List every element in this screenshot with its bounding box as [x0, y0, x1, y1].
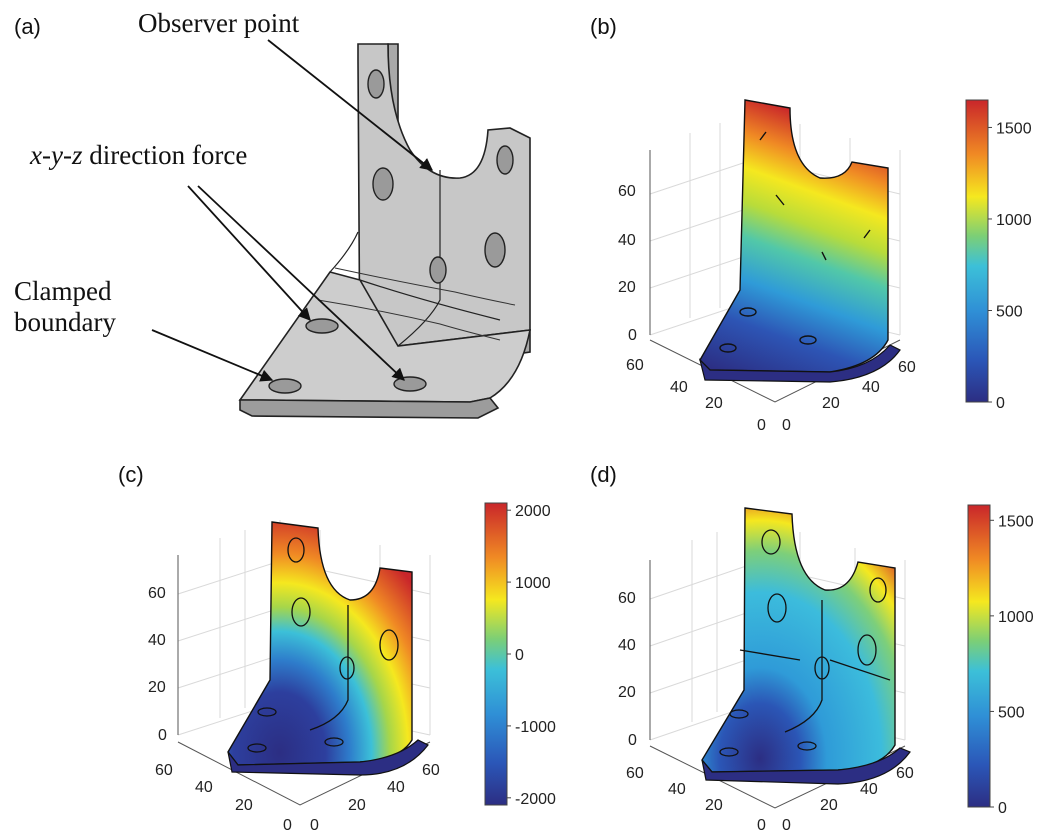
panel-b-x-tick-20: 20: [705, 395, 723, 412]
panel-c-y-tick-60: 60: [422, 762, 440, 779]
colorbar-tick-label: 1000: [515, 575, 551, 592]
colorbar-tick-label: 1000: [996, 212, 1032, 229]
panel-label-d: (d): [590, 462, 617, 487]
panel-d-z-tick-0: 0: [628, 732, 637, 749]
panel-b-y-tick-40: 40: [862, 379, 880, 396]
clamped-line-1: Clamped: [14, 276, 112, 306]
panel-d-z-tick-20: 20: [618, 684, 636, 701]
panel-c-z-tick-60: 60: [148, 585, 166, 602]
panel-b-colorbar-ticks: 0 500 1000 1500: [988, 120, 1032, 412]
panel-c-y-tick-0: 0: [310, 817, 319, 834]
arrow-force-2: [197, 185, 405, 381]
panel-b-base: [698, 344, 901, 383]
bracket-illustration: [151, 39, 532, 419]
observer-point-label: Observer point: [138, 8, 300, 38]
panel-c-x-tick-40: 40: [195, 779, 213, 796]
arrow-clamped: [151, 329, 274, 382]
bracket-base-edge: [239, 397, 500, 419]
colorbar-tick-label: 0: [515, 647, 524, 664]
bracket-back-plate: [357, 43, 531, 382]
panel-c-x-tick-60: 60: [155, 762, 173, 779]
bracket-step-lines: [317, 267, 516, 341]
panel-label-a: (a): [14, 14, 41, 39]
panel-b-x-tick-60: 60: [626, 357, 644, 374]
panel-d-z-tick-60: 60: [618, 590, 636, 607]
panel-b-y-tick-20: 20: [822, 395, 840, 412]
panel-b-z-tick-40: 40: [618, 232, 636, 249]
hole-base-3: [393, 376, 427, 392]
hole-base-1: [305, 318, 339, 334]
colorbar-tick-label: 1500: [998, 513, 1034, 530]
hole-center: [429, 256, 447, 284]
panel-c-holes: [247, 537, 399, 753]
panel-b-x-tick-40: 40: [670, 379, 688, 396]
panel-c-x-tick-0: 0: [283, 817, 292, 834]
panel-b: 0 20 40 60 0 20 40 60 0 20 40 60 0 500 100…: [618, 99, 1032, 434]
panel-label-c: (c): [118, 462, 144, 487]
panel-d-y-tick-60: 60: [896, 765, 914, 782]
hole-mid-right: [484, 232, 506, 268]
force-text: direction force: [82, 140, 248, 170]
panel-d-colorbar-ticks: 0 500 1000 1500: [990, 513, 1034, 817]
panel-b-colorbar: [965, 99, 989, 403]
panel-d-base: [701, 747, 911, 785]
arrow-force-1: [187, 185, 311, 321]
force-label: x-y-z direction force: [30, 140, 247, 171]
clamped-label: Clamped boundary: [14, 276, 116, 338]
panel-c-base: [227, 739, 429, 776]
clamped-line-2: boundary: [14, 307, 116, 338]
panel-b-z-tick-20: 20: [618, 279, 636, 296]
panel-b-y-tick-60: 60: [898, 359, 916, 376]
panel-c: 0 20 40 60 0 20 40 60 0 20 40 60 -2000 -1…: [148, 502, 556, 834]
panel-c-z-tick-20: 20: [148, 679, 166, 696]
hole-top-right: [496, 145, 514, 175]
panel-c-y-tick-20: 20: [348, 797, 366, 814]
panel-d-x-tick-60: 60: [626, 765, 644, 782]
bracket-fillet-seam: [329, 170, 501, 347]
panel-d: 0 20 40 60 0 20 40 60 0 20 40 60 0 500 100…: [618, 504, 1034, 834]
panel-d-colorbar: [967, 504, 991, 808]
hole-base-2: [268, 378, 302, 394]
panel-d-x-tick-40: 40: [668, 781, 686, 798]
panel-b-z-tick-60: 60: [618, 183, 636, 200]
panel-c-z-tick-0: 0: [158, 727, 167, 744]
panel-d-x-tick-20: 20: [705, 797, 723, 814]
panel-d-holes: [719, 529, 891, 757]
colorbar-tick-label: 500: [996, 303, 1023, 320]
panel-d-y-tick-40: 40: [860, 781, 878, 798]
colorbar-tick-label: 1500: [996, 120, 1032, 137]
panel-c-y-tick-40: 40: [387, 779, 405, 796]
panel-c-x-tick-20: 20: [235, 797, 253, 814]
colorbar-tick-label: 0: [996, 395, 1005, 412]
colorbar-tick-label: 2000: [515, 503, 551, 520]
colorbar-tick-label: 500: [998, 704, 1025, 721]
colorbar-tick-label: -2000: [515, 791, 556, 808]
colorbar-tick-label: 1000: [998, 609, 1034, 626]
colorbar-tick-label: 0: [998, 800, 1007, 817]
panel-b-y-tick-0: 0: [782, 417, 791, 434]
panel-d-field: [701, 507, 896, 773]
panel-d-z-tick-40: 40: [618, 637, 636, 654]
arrow-observer: [267, 39, 433, 171]
panel-c-colorbar-ticks: -2000 -1000 0 1000 2000: [507, 503, 556, 808]
panel-c-field: [227, 521, 413, 766]
colorbar-tick-label: -1000: [515, 719, 556, 736]
force-variables: x-y-z: [30, 140, 83, 170]
panel-b-z-tick-0: 0: [628, 327, 637, 344]
panel-d-x-tick-0: 0: [757, 817, 766, 834]
panel-c-colorbar: [484, 502, 508, 806]
panel-d-y-tick-0: 0: [782, 817, 791, 834]
panel-b-x-tick-0: 0: [757, 417, 766, 434]
hole-top-left: [367, 69, 385, 99]
panel-b-field: [699, 99, 889, 373]
hole-mid-left: [372, 167, 394, 201]
panel-b-holes: [719, 131, 871, 353]
panel-label-b: (b): [590, 14, 617, 39]
panel-c-z-tick-40: 40: [148, 632, 166, 649]
panel-d-y-tick-20: 20: [820, 797, 838, 814]
